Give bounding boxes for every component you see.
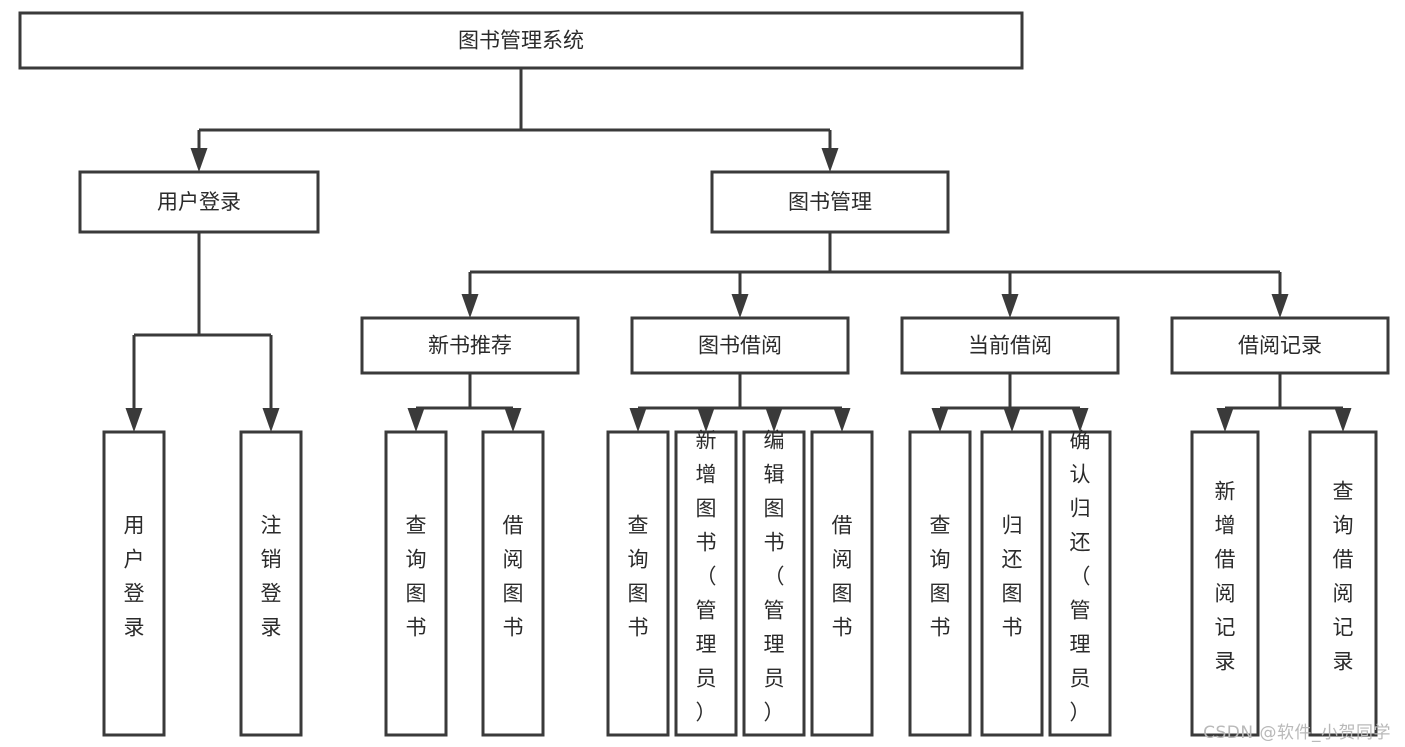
connector-layer — [125, 68, 1352, 432]
node-label-current-borrow: 当前借阅 — [968, 334, 1052, 358]
arrow-user-login-do-arrowhead — [125, 408, 143, 432]
node-label-cb-return-book: 归还图书 — [1002, 514, 1023, 640]
node-nbr-borrow-book[interactable]: 借阅图书 — [481, 430, 545, 737]
node-bb-borrow-book[interactable]: 借阅图书 — [810, 430, 874, 737]
node-label-bb-query-book: 查询图书 — [628, 514, 649, 640]
node-label-user-logout: 注销登录 — [261, 514, 282, 640]
node-label-br-query-record: 查询借阅记录 — [1333, 480, 1354, 674]
node-bb-edit-book[interactable]: 编辑图书（管理员） — [742, 429, 806, 737]
node-box-bb-add-book — [674, 430, 738, 737]
arrow-borrow-record-arrowhead — [1271, 294, 1289, 318]
node-label-br-add-record: 新增借阅记录 — [1215, 480, 1236, 674]
node-user-login[interactable]: 用户登录 — [78, 170, 320, 234]
arrow-br-query-record-arrowhead — [1334, 408, 1352, 432]
arrow-book-manage-arrowhead — [821, 148, 839, 172]
node-borrow-record[interactable]: 借阅记录 — [1170, 316, 1390, 375]
arrow-nbr-borrow-book-arrowhead — [504, 408, 522, 432]
node-box-br-query-record — [1308, 430, 1378, 737]
node-label-user-login: 用户登录 — [157, 190, 241, 214]
arrow-bb-add-book-arrowhead — [697, 408, 715, 432]
node-label-borrow-record: 借阅记录 — [1238, 334, 1322, 358]
node-box-user-login — [78, 170, 320, 234]
node-layer: 图书管理系统用户登录用户登录注销登录图书管理新书推荐查询图书借阅图书图书借阅查询… — [18, 11, 1390, 737]
arrow-user-logout-arrowhead — [262, 408, 280, 432]
node-cb-return-book[interactable]: 归还图书 — [980, 430, 1044, 737]
node-box-bb-edit-book — [742, 430, 806, 737]
node-box-book-manage — [710, 170, 950, 234]
node-label-book-borrow: 图书借阅 — [698, 334, 782, 358]
arrow-book-borrow-arrowhead — [731, 294, 749, 318]
arrow-bb-borrow-book-arrowhead — [833, 408, 851, 432]
node-box-root — [18, 11, 1024, 70]
node-br-query-record[interactable]: 查询借阅记录 — [1308, 430, 1378, 737]
node-current-borrow[interactable]: 当前借阅 — [900, 316, 1120, 375]
node-box-book-borrow — [630, 316, 850, 375]
arrow-nbr-query-book-arrowhead — [407, 408, 425, 432]
arrow-new-book-recommend-arrowhead — [461, 294, 479, 318]
node-label-nbr-query-book: 查询图书 — [406, 514, 427, 640]
node-user-login-do[interactable]: 用户登录 — [102, 430, 166, 737]
node-book-borrow[interactable]: 图书借阅 — [630, 316, 850, 375]
arrow-br-add-record-arrowhead — [1216, 408, 1234, 432]
node-cb-confirm-return[interactable]: 确认归还（管理员） — [1048, 429, 1112, 737]
node-box-nbr-query-book — [384, 430, 448, 737]
node-box-br-add-record — [1190, 430, 1260, 737]
node-bb-query-book[interactable]: 查询图书 — [606, 430, 670, 737]
node-box-cb-query-book — [908, 430, 972, 737]
node-label-cb-query-book: 查询图书 — [930, 514, 951, 640]
node-label-bb-add-book: 新增图书（管理员） — [696, 429, 717, 725]
node-label-bb-edit-book: 编辑图书（管理员） — [764, 429, 785, 725]
arrow-cb-confirm-return-arrowhead — [1071, 408, 1089, 432]
node-nbr-query-book[interactable]: 查询图书 — [384, 430, 448, 737]
node-box-user-login-do — [102, 430, 166, 737]
node-box-borrow-record — [1170, 316, 1390, 375]
node-cb-query-book[interactable]: 查询图书 — [908, 430, 972, 737]
node-box-new-book-recommend — [360, 316, 580, 375]
arrow-current-borrow-arrowhead — [1001, 294, 1019, 318]
node-box-current-borrow — [900, 316, 1120, 375]
node-box-cb-return-book — [980, 430, 1044, 737]
node-label-cb-confirm-return: 确认归还（管理员） — [1070, 429, 1091, 725]
node-new-book-recommend[interactable]: 新书推荐 — [360, 316, 580, 375]
node-box-bb-borrow-book — [810, 430, 874, 737]
node-box-bb-query-book — [606, 430, 670, 737]
node-label-root: 图书管理系统 — [458, 29, 584, 53]
node-label-user-login-do: 用户登录 — [124, 514, 145, 640]
arrow-cb-query-book-arrowhead — [931, 408, 949, 432]
arrow-bb-query-book-arrowhead — [629, 408, 647, 432]
node-br-add-record[interactable]: 新增借阅记录 — [1190, 430, 1260, 737]
node-book-manage[interactable]: 图书管理 — [710, 170, 950, 234]
node-user-logout[interactable]: 注销登录 — [239, 430, 303, 737]
node-box-nbr-borrow-book — [481, 430, 545, 737]
arrow-user-login-arrowhead — [190, 148, 208, 172]
node-label-new-book-recommend: 新书推荐 — [428, 334, 512, 358]
node-root[interactable]: 图书管理系统 — [18, 11, 1024, 70]
node-label-nbr-borrow-book: 借阅图书 — [503, 514, 524, 640]
node-bb-add-book[interactable]: 新增图书（管理员） — [674, 429, 738, 737]
node-label-book-manage: 图书管理 — [788, 190, 872, 214]
arrow-cb-return-book-arrowhead — [1003, 408, 1021, 432]
node-box-user-logout — [239, 430, 303, 737]
arrow-bb-edit-book-arrowhead — [765, 408, 783, 432]
node-label-bb-borrow-book: 借阅图书 — [832, 514, 853, 640]
node-box-cb-confirm-return — [1048, 430, 1112, 737]
